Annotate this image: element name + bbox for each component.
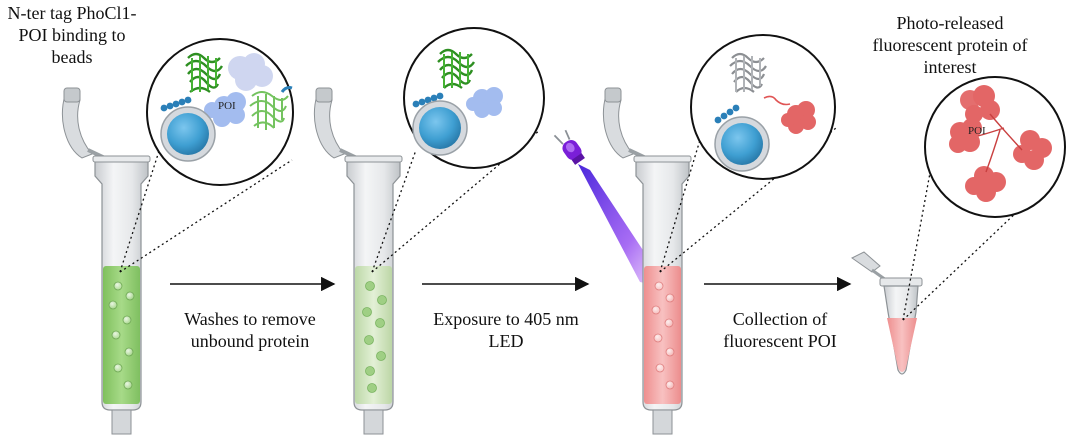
- column-cap-3: [602, 87, 647, 160]
- label-binding: N-ter tag PhoCl1- POI binding to beads: [0, 2, 144, 68]
- label-step-collection-line-2: fluorescent POI: [723, 331, 837, 351]
- green-fluorescent-protein-1: [185, 52, 224, 93]
- bead-3: [714, 116, 770, 172]
- label-photo-released-line-2: fluorescent protein of: [872, 35, 1028, 55]
- column-3: [602, 87, 692, 435]
- label-photo-released: Photo-released fluorescent protein of in…: [836, 12, 1064, 78]
- released-poi-blob: [781, 101, 816, 134]
- bead-1: [160, 106, 216, 162]
- column-cap-1: [61, 87, 106, 160]
- label-step-exposure-line-2: LED: [488, 331, 524, 351]
- label-step-exposure: Exposure to 405 nm LED: [414, 308, 598, 352]
- label-photo-released-line-1: Photo-released: [896, 13, 1004, 33]
- unbound-protein-faded: [228, 53, 273, 91]
- label-step-washes-line-1: Washes to remove: [184, 309, 316, 329]
- label-binding-line-2: POI binding to: [18, 25, 126, 45]
- liquid-collected: [887, 318, 917, 372]
- column-2: [313, 87, 403, 435]
- label-binding-line-3: beads: [51, 47, 93, 67]
- label-photo-released-line-3: interest: [923, 57, 977, 77]
- label-step-collection-line-1: Collection of: [732, 309, 828, 329]
- zoom-circle-2: [371, 27, 545, 273]
- liquid-green: [103, 266, 140, 404]
- label-step-collection: Collection of fluorescent POI: [700, 308, 860, 352]
- beads-in-column-2: [362, 281, 387, 393]
- zoom-circle-3: [659, 34, 837, 273]
- beads-in-column-3: [651, 281, 675, 390]
- collection-tube: [851, 251, 923, 375]
- linker-2: [412, 92, 444, 108]
- column-cap-2: [313, 87, 358, 160]
- cleaved-protein: [729, 52, 767, 93]
- column-1: [61, 87, 151, 435]
- label-step-washes-line-2: unbound protein: [190, 331, 310, 351]
- beads-in-column-1: [108, 281, 135, 390]
- poi-label-1: POI: [218, 100, 236, 112]
- green-fluorescent-protein-3: [437, 48, 476, 89]
- zoom-circle-4: POI: [902, 76, 1066, 321]
- label-step-exposure-line-1: Exposure to 405 nm: [433, 309, 579, 329]
- poi-cluster: [949, 85, 1052, 202]
- poi-label-2: POI: [968, 125, 986, 137]
- linker-3: [714, 104, 740, 124]
- bead-2: [412, 100, 468, 156]
- label-step-washes: Washes to remove unbound protein: [160, 308, 340, 352]
- linker-1: [160, 96, 192, 112]
- poi-blob-2: [466, 87, 503, 118]
- green-fluorescent-protein-2: [249, 91, 289, 130]
- poi-blob-1: [204, 92, 246, 127]
- label-binding-line-1: N-ter tag PhoCl1-: [7, 3, 137, 23]
- zoom-circle-1: POI: [119, 38, 294, 273]
